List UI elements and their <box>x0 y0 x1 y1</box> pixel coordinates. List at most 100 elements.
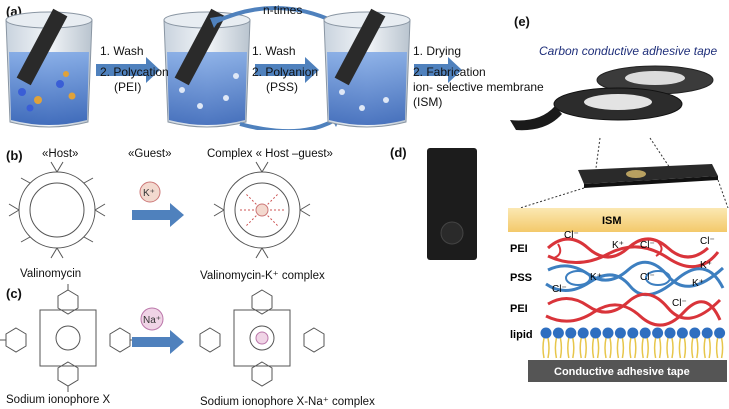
loop-arrow-bottom <box>239 118 336 130</box>
lipid-tail <box>691 337 699 359</box>
lipid-head <box>689 327 701 339</box>
lipid-head <box>602 327 614 339</box>
beaker-1 <box>5 8 93 128</box>
ism-label: ISM <box>602 215 622 227</box>
ism-layer <box>508 208 727 232</box>
lipid-tail <box>703 337 711 359</box>
lipid-tail <box>715 337 724 359</box>
pei-top-layer <box>546 237 720 269</box>
panel-e-label: (e) <box>514 14 530 29</box>
step-2-text: 1. Wash 2. Polyanion (PSS) <box>252 44 318 95</box>
panel-b-label: (b) <box>6 148 23 163</box>
na-ion-label: Na⁺ <box>143 315 161 326</box>
step-1-line-1: 1. Wash <box>100 44 144 58</box>
arrow-step-1 <box>96 57 160 83</box>
step-3-line-2: 2. Fabrication <box>413 65 486 79</box>
cl-ion-label-6: Cl⁻ <box>672 298 687 309</box>
arrow-step-2 <box>255 57 319 83</box>
step-3-text: 1. Drying 2. Fabrication ion- selective … <box>413 44 544 110</box>
k-ion-label-2: K⁺ <box>590 272 602 283</box>
lipid-tail <box>678 337 687 359</box>
lipid-head <box>639 327 651 339</box>
step-1-line-3: (PEI) <box>114 80 142 94</box>
layer-stack: ISM PEI Cl⁻ K⁺ Cl⁻ Cl⁻ PSS Cl⁻ K⁺ Cl⁻ K⁺… <box>508 208 727 382</box>
sodium-ionophore-caption: Sodium ionophore X <box>6 394 111 406</box>
step-2-line-1: 1. Wash <box>252 44 296 58</box>
sodium-ionophore-structure <box>0 284 136 392</box>
host-label: «Host» <box>42 148 79 160</box>
k-ion-label-1: K⁺ <box>612 240 624 251</box>
valinomycin-k-complex-structure <box>213 161 311 259</box>
pei-bottom-layer <box>545 292 722 327</box>
arrow-k-binding <box>132 203 184 227</box>
arrow-na-binding <box>132 330 184 354</box>
sensor-photo <box>427 148 477 260</box>
step-3-line-3: ion- selective membrane <box>413 80 544 94</box>
sodium-ionophore-complex-caption: Sodium ionophore X-Na⁺ complex <box>200 396 375 408</box>
valinomycin-complex-caption: Valinomycin-K⁺ complex <box>200 270 325 282</box>
lipid-head <box>565 327 577 339</box>
lipid-tail <box>554 337 563 359</box>
lipid-head <box>540 327 552 339</box>
conductive-tape-label: Conductive adhesive tape <box>554 366 690 378</box>
lipid-label: lipid <box>510 329 533 341</box>
complex-label: Complex « Host –guest» <box>207 148 333 160</box>
valinomycin-structure <box>8 161 106 259</box>
lipid-head <box>664 327 676 339</box>
lipid-tail <box>641 337 649 359</box>
k-ion-label-4: K⁺ <box>692 278 704 289</box>
sodium-ionophore-na-complex-structure <box>199 289 325 387</box>
lipid-head <box>590 327 602 339</box>
lipid-tail <box>666 337 674 359</box>
pss-layer <box>545 260 725 297</box>
step-1-text: 1. Wash 2. Polycation (PEI) <box>100 44 169 95</box>
lipid-tail <box>653 337 662 359</box>
electrode-strip <box>578 164 718 188</box>
panel-a-beakers <box>5 6 462 130</box>
beaker-3 <box>323 8 411 128</box>
step-3-line-1: 1. Drying <box>413 44 462 58</box>
lipid-layer <box>540 327 726 359</box>
lipid-head <box>652 327 664 339</box>
step-2-line-2: 2. Polyanion <box>252 65 319 79</box>
loop-arrow-top <box>214 6 336 24</box>
lipid-tail <box>629 337 637 359</box>
conductive-tape-layer <box>528 360 727 382</box>
lipid-tail <box>567 337 575 359</box>
lipid-head <box>577 327 589 339</box>
lipid-tail <box>542 337 550 359</box>
lipid-head <box>552 327 564 339</box>
panel-d-label: (d) <box>390 145 407 160</box>
pei-top-label: PEI <box>510 243 528 255</box>
cl-ion-label-2: Cl⁻ <box>640 240 655 251</box>
step-3-line-4: (ISM) <box>413 95 443 109</box>
guest-label: «Guest» <box>128 148 172 160</box>
lipid-head <box>714 327 726 339</box>
tape-and-electrode-illustration <box>510 65 729 208</box>
pei-bottom-label: PEI <box>510 303 528 315</box>
lipid-tail <box>616 337 625 359</box>
lipid-tail <box>591 337 600 359</box>
lipid-head <box>627 327 639 339</box>
lipid-tail <box>579 337 587 359</box>
lipid-tail <box>604 337 612 359</box>
cl-ion-label-4: Cl⁻ <box>552 284 567 295</box>
cl-ion-label-1: Cl⁻ <box>564 230 579 241</box>
panel-b-structures: K⁺ <box>8 161 311 259</box>
cl-ion-label-3: Cl⁻ <box>700 236 715 247</box>
panel-c-structures: Na⁺ <box>0 284 325 392</box>
lipid-head <box>701 327 713 339</box>
lipid-head <box>676 327 688 339</box>
arrow-step-3 <box>414 57 462 83</box>
panel-c-label: (c) <box>6 286 22 301</box>
tape-title: Carbon conductive adhesive tape <box>539 44 718 58</box>
valinomycin-caption: Valinomycin <box>20 268 82 280</box>
step-1-line-2: 2. Polycation <box>100 65 169 79</box>
k-ion-label: K⁺ <box>143 188 155 199</box>
k-ion-label-3: K⁺ <box>700 260 712 271</box>
step-2-line-3: (PSS) <box>266 80 299 94</box>
loop-label: n-times <box>263 3 303 17</box>
pss-label: PSS <box>510 272 532 284</box>
cl-ion-label-5: Cl⁻ <box>640 272 655 283</box>
beaker-2 <box>163 8 251 128</box>
